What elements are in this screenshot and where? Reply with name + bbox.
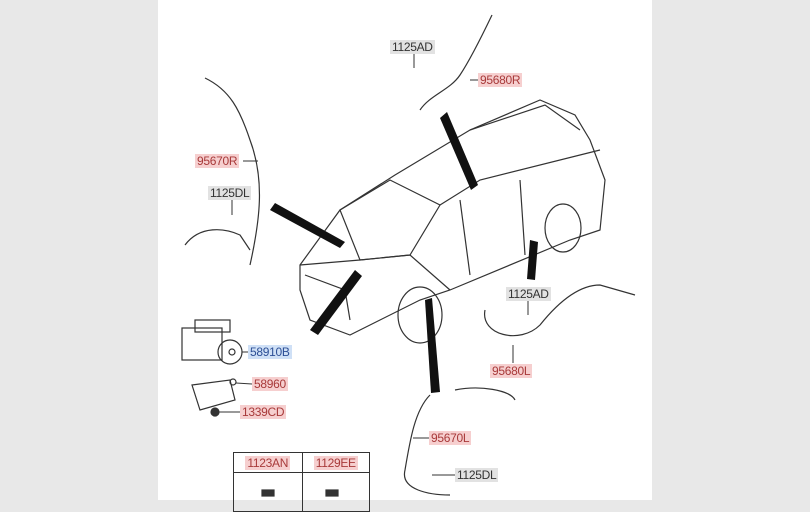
part-label-1125DL-bottom[interactable]: 1125DL: [455, 468, 499, 482]
table-cell: [233, 472, 303, 512]
parts-illustration: [181, 14, 636, 497]
table-cell: [301, 472, 370, 512]
part-label-95670R[interactable]: 95670R: [195, 154, 240, 168]
table-header-cell: 1123AN: [233, 452, 303, 473]
part-label-58960[interactable]: 58960: [252, 377, 288, 391]
sensor-cables: [184, 14, 636, 496]
part-label-1123AN[interactable]: 1123AN: [245, 455, 291, 470]
part-label-1129EE[interactable]: 1129EE: [313, 455, 358, 470]
table-header-cell: 1129EE: [301, 452, 370, 473]
part-label-58910B[interactable]: 58910B: [248, 345, 292, 359]
abs-module-illustration: [181, 319, 243, 417]
part-label-95680L[interactable]: 95680L: [490, 364, 533, 378]
part-label-95680R[interactable]: 95680R: [478, 73, 523, 87]
part-label-1125AD-rear[interactable]: 1125AD: [506, 287, 551, 301]
leader-lines: [219, 54, 529, 476]
part-label-1339CD[interactable]: 1339CD: [240, 405, 287, 419]
part-label-1125DL-left[interactable]: 1125DL: [208, 186, 252, 200]
fastener-table: 1123AN 1129EE: [233, 452, 370, 512]
part-label-1125AD-top[interactable]: 1125AD: [390, 40, 435, 54]
part-label-95670L[interactable]: 95670L: [429, 431, 472, 445]
pointer-arrows: [270, 112, 538, 393]
